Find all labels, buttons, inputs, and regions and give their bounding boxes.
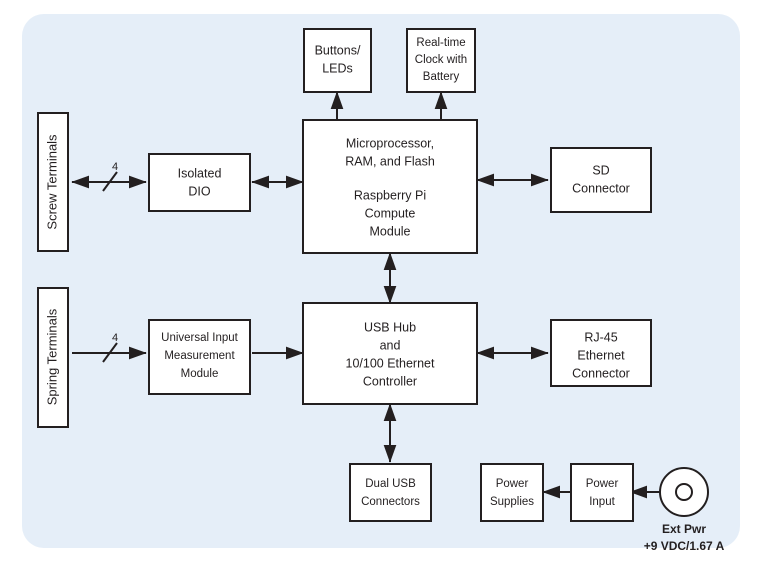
block-usb-hub-line3: 10/100 Ethernet (346, 356, 435, 370)
block-dual-usb-connectors[interactable]: Dual USB Connectors (349, 463, 432, 522)
block-rtc-line1: Real-time (416, 37, 465, 49)
block-screw-terminals-label: Screw Terminals (44, 134, 59, 230)
block-usb-hub-line2: and (380, 338, 401, 352)
ext-power-label-line1: Ext Pwr (662, 522, 706, 536)
block-spring-terminals[interactable]: Spring Terminals (37, 287, 69, 428)
block-dual-usb-line2: Connectors (361, 496, 420, 508)
block-power-supplies-box (480, 463, 544, 522)
block-sd-connector-line2: Connector (572, 181, 630, 195)
block-sd-connector[interactable]: SD Connector (550, 147, 652, 213)
block-power-supplies[interactable]: Power Supplies (480, 463, 544, 522)
block-universal-input-box (148, 319, 251, 395)
block-rj45-line2: Ethernet (577, 348, 625, 362)
block-rj45-ethernet-connector[interactable]: RJ-45 Ethernet Connector (550, 319, 652, 387)
block-microprocessor-line3: Raspberry Pi (354, 188, 426, 202)
block-real-time-clock[interactable]: Real-time Clock with Battery (406, 28, 476, 93)
block-dual-usb-line1: Dual USB (365, 478, 416, 490)
block-buttons-leds-line1: Buttons/ (315, 43, 361, 57)
block-isolated-dio-box (148, 153, 251, 212)
block-power-input-line1: Power (586, 478, 619, 490)
block-sd-connector-box (550, 147, 652, 213)
block-usb-hub-line1: USB Hub (364, 320, 416, 334)
bus-slash-screw (102, 171, 118, 192)
block-sd-connector-line1: SD (592, 163, 609, 177)
block-universal-input-line1: Universal Input (161, 332, 239, 344)
ext-power-label-line2: +9 VDC/1.67 A (644, 539, 725, 553)
block-microprocessor-box (302, 119, 478, 254)
bus-width-spring-label: 4 (112, 332, 118, 344)
bus-slash-spring (102, 342, 118, 363)
block-power-supplies-line2: Supplies (490, 496, 534, 508)
bus-width-screw-label: 4 (112, 161, 118, 173)
block-rtc-box (406, 28, 476, 93)
block-microprocessor-line2: RAM, and Flash (345, 154, 435, 168)
block-power-input[interactable]: Power Input (570, 463, 634, 522)
block-usb-hub-line4: Controller (363, 374, 417, 388)
block-screw-terminals-box (37, 112, 69, 252)
block-universal-input-line2: Measurement (164, 350, 235, 362)
block-isolated-dio-line2: DIO (188, 184, 211, 198)
block-power-input-box (570, 463, 634, 522)
block-universal-input-measurement-module[interactable]: Universal Input Measurement Module (148, 319, 251, 395)
diagram-background-panel (22, 14, 740, 548)
block-rtc-line2: Clock with (415, 54, 467, 66)
block-buttons-leds[interactable]: Buttons/ LEDs (303, 28, 372, 93)
block-buttons-leds-box (303, 28, 372, 93)
block-universal-input-line3: Module (181, 368, 219, 380)
block-microprocessor-line5: Module (370, 224, 411, 238)
block-spring-terminals-label: Spring Terminals (44, 308, 59, 405)
block-microprocessor-line4: Compute (365, 206, 416, 220)
block-microprocessor-line1: Microprocessor, (346, 136, 434, 150)
block-screw-terminals[interactable]: Screw Terminals (37, 112, 69, 252)
block-usb-hub-box (302, 302, 478, 405)
block-power-input-line2: Input (589, 496, 615, 508)
block-isolated-dio-line1: Isolated (178, 166, 222, 180)
block-isolated-dio[interactable]: Isolated DIO (148, 153, 251, 212)
block-usb-hub-ethernet-controller[interactable]: USB Hub and 10/100 Ethernet Controller (302, 302, 478, 405)
block-buttons-leds-line2: LEDs (322, 61, 353, 75)
block-dual-usb-box (349, 463, 432, 522)
block-rj45-line3: Connector (572, 366, 630, 380)
block-ext-power-jack[interactable]: Ext Pwr +9 VDC/1.67 A (644, 467, 725, 553)
block-microprocessor[interactable]: Microprocessor, RAM, and Flash Raspberry… (302, 119, 478, 254)
block-rj45-box (550, 319, 652, 387)
block-spring-terminals-box (37, 287, 69, 428)
barrel-jack-pin-icon (675, 483, 693, 501)
block-rtc-line3: Battery (423, 71, 460, 83)
block-rj45-line1: RJ-45 (584, 330, 617, 344)
block-power-supplies-line1: Power (496, 478, 529, 490)
